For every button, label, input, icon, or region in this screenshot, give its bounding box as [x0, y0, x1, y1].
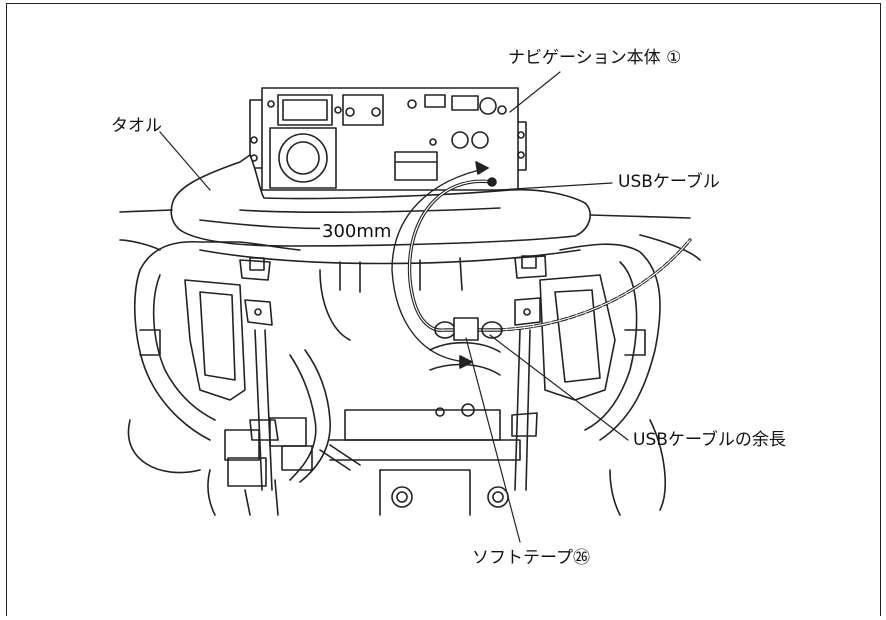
label-usb-cable: USBケーブル [618, 172, 720, 192]
left-bracket [139, 257, 279, 491]
leader-lines [159, 71, 629, 543]
usb-cable-path [407, 177, 503, 341]
diagram-frame [6, 3, 881, 616]
dashed-cable [488, 238, 692, 332]
center-console [319, 257, 521, 516]
right-bracket [511, 255, 646, 491]
length-arrow [391, 161, 489, 369]
label-towel: タオル [111, 116, 162, 136]
label-usb-cable-slack: USBケーブルの余長 [633, 430, 786, 450]
label-soft-tape: ソフトテープ㉖ [472, 548, 590, 568]
dashboard [119, 209, 701, 516]
harness [224, 349, 361, 516]
label-navigation-unit: ナビゲーション本体 ① [508, 48, 682, 68]
label-length: 300mm [320, 221, 394, 242]
towel [170, 154, 591, 247]
navigation-unit [249, 87, 527, 191]
